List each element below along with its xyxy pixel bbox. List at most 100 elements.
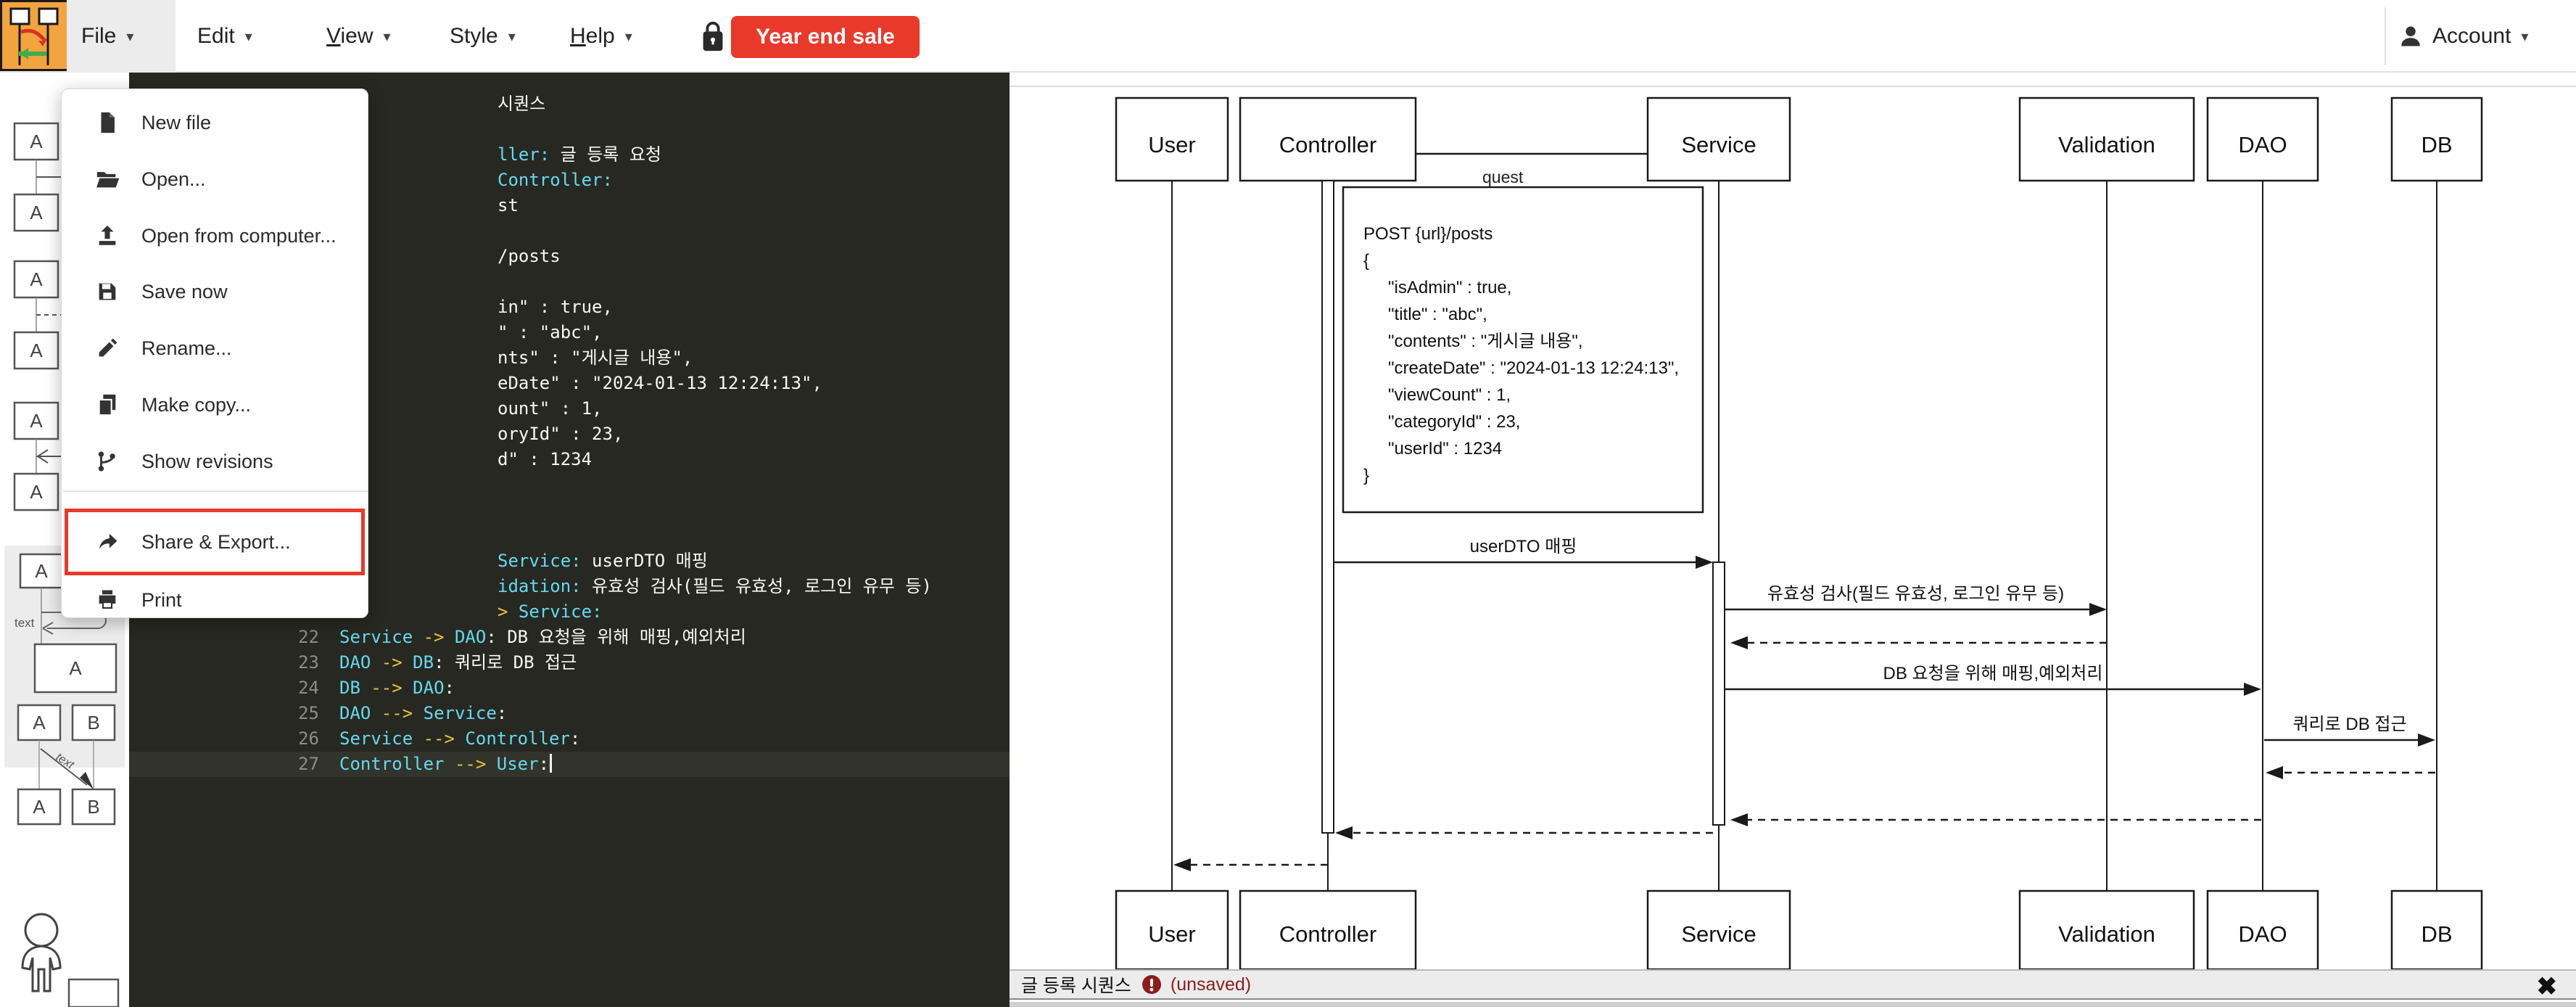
menu-item-share-export[interactable]: Share & Export... bbox=[62, 519, 369, 565]
printer-icon bbox=[99, 590, 116, 609]
year-end-sale-button[interactable]: Year end sale bbox=[731, 16, 920, 58]
participant-DAO-bottom: DAO bbox=[2206, 889, 2319, 971]
menu-item-new-file[interactable]: New file bbox=[62, 99, 369, 146]
text-cursor bbox=[550, 754, 553, 773]
top-menubar: File ▾ Edit▾ View▾ Style▾ Help▾ Year end sale… bbox=[0, 0, 2576, 73]
doc-icon bbox=[101, 112, 115, 133]
menu-item-open-from-computer[interactable]: Open from computer... bbox=[62, 213, 369, 259]
activation-Service bbox=[1712, 562, 1725, 826]
editor-line-21: > Service: bbox=[129, 599, 1010, 625]
menu-separator bbox=[63, 490, 368, 492]
code-text: /posts bbox=[498, 246, 561, 266]
svg-text:"userId" : 1234: "userId" : 1234 bbox=[1388, 439, 1502, 459]
menu-item-show-revisions[interactable]: Show revisions bbox=[62, 438, 369, 485]
menu-item-label: Open... bbox=[141, 168, 206, 190]
floppy-icon bbox=[99, 283, 116, 300]
diagram-status-bar: 글 등록 시퀀스 (unsaved) ✖ bbox=[1010, 969, 2576, 1000]
svg-text:"contents" : "게시글 내용",: "contents" : "게시글 내용", bbox=[1388, 332, 1583, 351]
menu-view[interactable]: View▾ bbox=[326, 0, 391, 73]
editor-line-25: 25 DAO --> Service: bbox=[129, 701, 1010, 726]
svg-text:A: A bbox=[30, 340, 43, 361]
svg-text:"title" : "abc",: "title" : "abc", bbox=[1388, 305, 1487, 324]
menu-item-make-copy[interactable]: Make copy... bbox=[62, 382, 369, 428]
svg-text:Validation: Validation bbox=[2058, 132, 2155, 157]
code-text: DAO --> Service: bbox=[339, 703, 508, 723]
svg-text:유효성 검사(필드 유효성, 로그인 유무 등): 유효성 검사(필드 유효성, 로그인 유무 등) bbox=[1767, 584, 2064, 604]
menu-item-save-now[interactable]: Save now bbox=[62, 268, 369, 315]
menu-file[interactable]: File ▾ bbox=[81, 0, 133, 73]
editor-line-15: d" : 1234 bbox=[129, 447, 1010, 472]
code-text: oryId" : 23, bbox=[498, 424, 624, 444]
menu-label: Help bbox=[570, 24, 615, 48]
editor-line-7: /posts bbox=[129, 244, 1010, 269]
active-menu-highlight bbox=[67, 0, 176, 73]
folder-icon bbox=[96, 172, 120, 188]
menu-label: File bbox=[81, 24, 117, 48]
svg-text:DB: DB bbox=[2421, 132, 2452, 157]
close-icon[interactable]: ✖ bbox=[2536, 973, 2558, 1000]
participant-Service-bottom: Service bbox=[1646, 889, 1791, 971]
chevron-down-icon: ▾ bbox=[126, 28, 134, 45]
palette-item-dashed-message[interactable]: AA bbox=[13, 260, 128, 370]
svg-text:{: { bbox=[1363, 251, 1369, 271]
svg-text:A: A bbox=[30, 410, 43, 432]
line-number: 25 bbox=[298, 703, 319, 723]
editor-line-4: Controller: bbox=[129, 168, 1010, 193]
code-text: " : "abc", bbox=[498, 322, 603, 342]
menu-edit[interactable]: Edit▾ bbox=[197, 0, 252, 73]
svg-text:Service: Service bbox=[1681, 132, 1756, 157]
svg-text:DAO: DAO bbox=[2238, 921, 2287, 947]
editor-line-1: 시퀀스 bbox=[129, 91, 1010, 117]
menu-item-open[interactable]: Open... bbox=[62, 156, 369, 202]
menu-item-print[interactable]: Print bbox=[62, 577, 369, 623]
svg-text:DB: DB bbox=[2421, 921, 2452, 947]
share-export-highlight-box bbox=[65, 509, 365, 575]
svg-text:"categoryId" : 23,: "categoryId" : 23, bbox=[1388, 412, 1520, 432]
svg-text:Service: Service bbox=[1681, 921, 1756, 947]
svg-text:쿼리로 DB 접근: 쿼리로 DB 접근 bbox=[2292, 715, 2406, 734]
editor-line-3: ller: 글 등록 요청 bbox=[129, 142, 1010, 168]
menu-item-label: Share & Export... bbox=[141, 530, 291, 553]
person-icon bbox=[2401, 26, 2420, 46]
code-text: DAO -> DB: 쿼리로 DB 접근 bbox=[339, 652, 577, 673]
message-1: userDTO 매핑 bbox=[1334, 537, 1713, 569]
participant-User-top: User bbox=[1115, 96, 1229, 182]
svg-text:B: B bbox=[87, 712, 99, 733]
editor-line-13: ount" : 1, bbox=[129, 396, 1010, 422]
participant-User-bottom: User bbox=[1115, 889, 1229, 971]
account-menu[interactable]: Account ▾ bbox=[2398, 0, 2528, 73]
code-text: in" : true, bbox=[498, 297, 613, 317]
palette-item-actor[interactable] bbox=[21, 913, 120, 1007]
shopping-bag-icon[interactable] bbox=[696, 19, 730, 55]
code-text: DB --> DAO: bbox=[339, 678, 455, 698]
horizontal-scrollbar[interactable] bbox=[1010, 1002, 2576, 1007]
svg-text:A: A bbox=[33, 796, 46, 818]
editor-line-5: st bbox=[129, 193, 1010, 218]
svg-text:A: A bbox=[35, 560, 48, 582]
code-text: d" : 1234 bbox=[498, 449, 593, 469]
participant-Service-top: Service bbox=[1646, 96, 1791, 182]
editor-line-20: idation: 유효성 검사(필드 유효성, 로그인 유무 등) bbox=[129, 574, 1010, 599]
rename-icon bbox=[99, 338, 117, 357]
menu-label: Edit bbox=[197, 24, 235, 48]
code-text: > Service: bbox=[498, 601, 603, 622]
code-text: ount" : 1, bbox=[498, 398, 603, 419]
palette-item-sync-message[interactable]: AA bbox=[13, 122, 128, 232]
svg-text:User: User bbox=[1148, 132, 1195, 157]
menu-item-rename[interactable]: Rename... bbox=[62, 325, 369, 371]
app-logo-icon[interactable] bbox=[0, 0, 70, 71]
line-number: 27 bbox=[298, 754, 319, 774]
menu-help[interactable]: Help▾ bbox=[570, 0, 632, 73]
svg-text:A: A bbox=[33, 712, 46, 733]
svg-text:DAO: DAO bbox=[2238, 132, 2287, 157]
code-text: Controller --> User: bbox=[339, 752, 553, 777]
menu-item-label: Rename... bbox=[141, 337, 232, 359]
menu-style[interactable]: Style▾ bbox=[450, 0, 516, 73]
menu-item-label: Make copy... bbox=[141, 393, 252, 416]
svg-text:text: text bbox=[15, 616, 35, 630]
editor-line-27: 27 Controller --> User: bbox=[129, 752, 1010, 777]
